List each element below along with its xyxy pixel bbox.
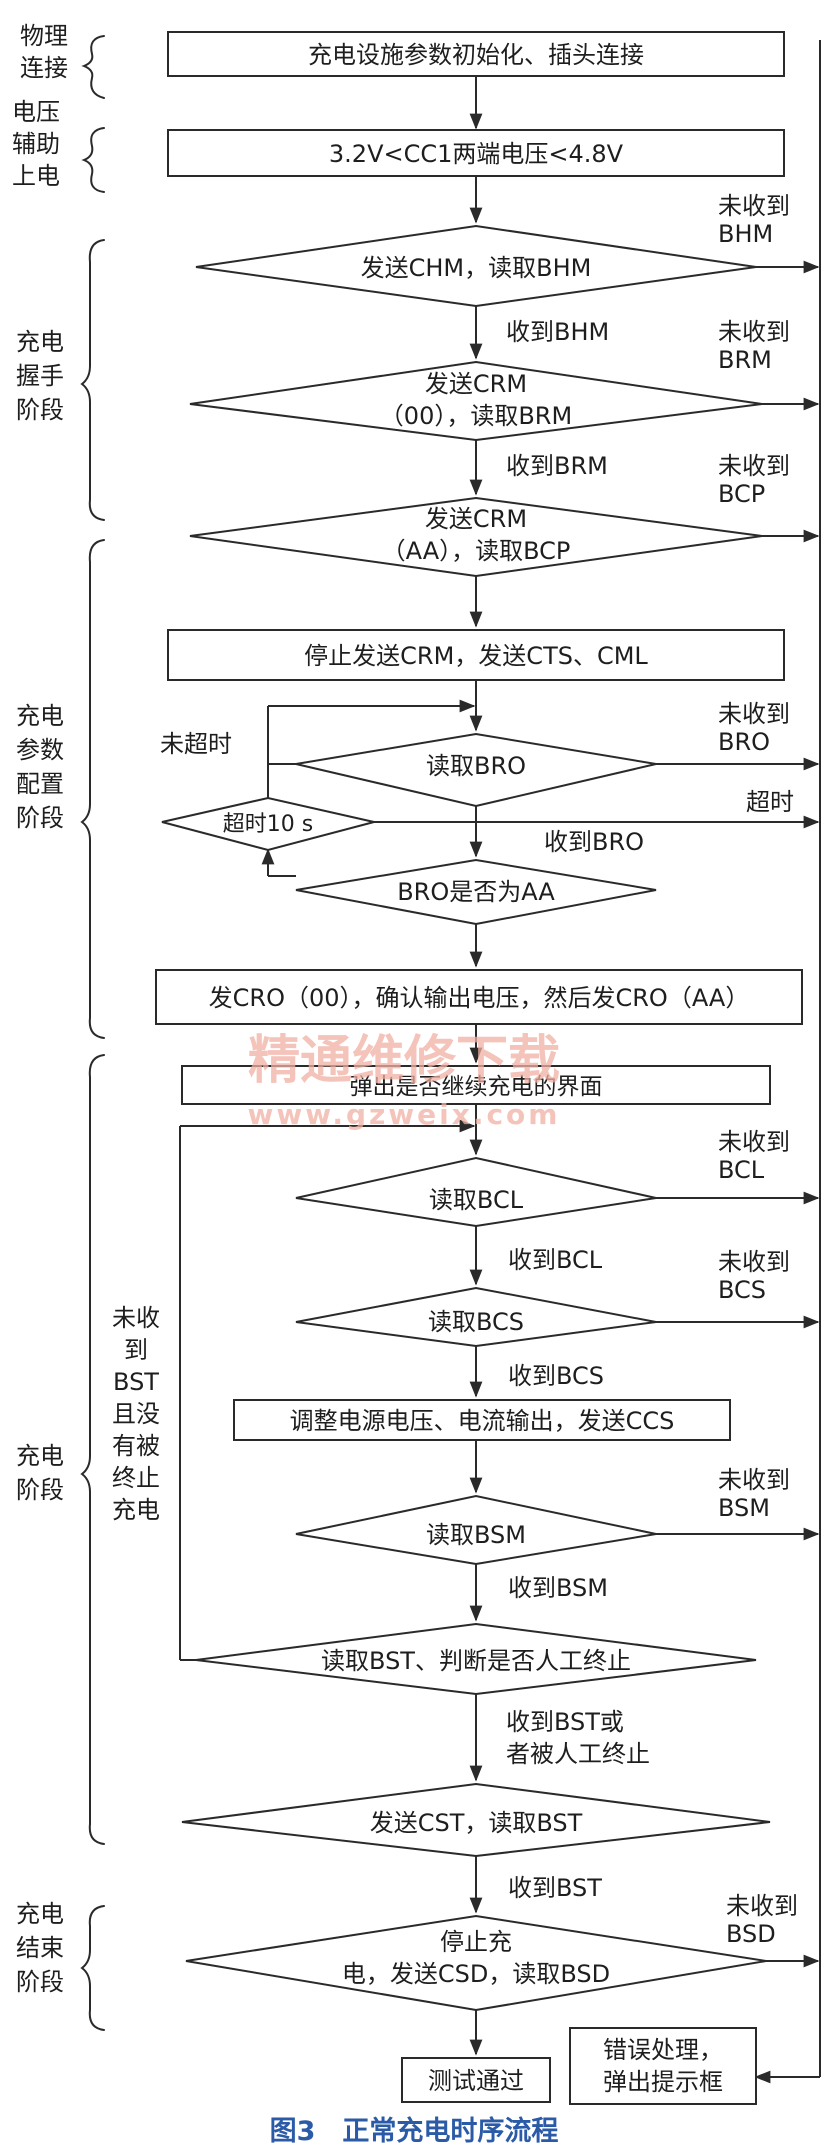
node-read-bcl-text: 读取BCL [429, 1186, 524, 1214]
node-read-bro-diamond [295, 732, 657, 808]
node-voltage-text: 3.2V<CC1两端电压<4.8V [329, 140, 624, 168]
node-error [569, 2027, 757, 2105]
node-chm-text: 发送CHM，读取BHM [361, 254, 592, 282]
node-init [167, 31, 785, 77]
brace-config [80, 539, 105, 1039]
label-got-bcs: 收到BCS [508, 1362, 604, 1390]
node-popup-text: 弹出是否继续充电的界面 [350, 1074, 603, 1100]
node-cst-text: 发送CST，读取BST [370, 1809, 583, 1837]
label-got-bro: 收到BRO [544, 828, 644, 856]
label-got-bsm: 收到BSM [508, 1574, 608, 1602]
label-got-bst-or-stop: 收到BST或者被人工终止 [506, 1708, 650, 1768]
node-voltage [167, 129, 785, 177]
node-stop-crm [167, 629, 785, 681]
label-timeout: 超时 [746, 788, 794, 816]
stage-label-end: 充电结束阶段 [16, 1900, 64, 1996]
node-cro-text: 发CRO（00），确认输出电压，然后发CRO（AA） [209, 984, 750, 1012]
node-adjust-text: 调整电源电压、电流输出，发送CCS [290, 1407, 675, 1435]
node-crm00-diamond [189, 360, 763, 442]
node-pass-text: 测试通过 [428, 2067, 524, 2095]
node-read-bcl-diamond [295, 1156, 657, 1228]
node-chm-diamond [195, 224, 757, 308]
watermark-cn: 精通维修下载 [248, 1031, 560, 1091]
node-timeout-diamond [161, 796, 375, 852]
label-got-bcl: 收到BCL [508, 1246, 603, 1274]
label-got-bst: 收到BST [508, 1874, 602, 1902]
brace-end [80, 1905, 105, 2031]
node-stop-crm-text: 停止发送CRM，发送CTS、CML [304, 642, 648, 670]
stage-label-config: 充电参数配置阶段 [16, 702, 64, 832]
stage-label-charging: 充电阶段 [16, 1442, 64, 1504]
node-read-bst-diamond [195, 1622, 757, 1696]
label-not-timeout: 未超时 [160, 730, 232, 758]
node-bro-aa-text: BRO是否为AA [397, 878, 555, 906]
node-stop-csd-text: 停止充电，发送CSD，读取BSD [342, 1928, 610, 1988]
brace-charging [80, 1054, 105, 1845]
node-stop-csd-diamond [185, 1914, 767, 2012]
node-bro-aa-diamond [295, 858, 657, 926]
node-adjust [233, 1399, 731, 1441]
brace-aux-power [81, 127, 105, 193]
stage-label-handshake: 充电握手阶段 [16, 328, 64, 424]
node-error-text: 错误处理，弹出提示框 [603, 2036, 723, 2096]
node-timeout-text: 超时10 s [223, 812, 313, 837]
node-cst-diamond [181, 1782, 771, 1858]
node-read-bcs-text: 读取BCS [428, 1308, 524, 1336]
node-crm00-text: 发送CRM（00），读取BRM [380, 370, 572, 430]
node-cro [155, 969, 803, 1025]
node-read-bcs-diamond [295, 1286, 657, 1348]
figure-caption: 图3 正常充电时序流程 [270, 2115, 559, 2147]
node-popup [181, 1065, 771, 1105]
node-read-bsm-diamond [295, 1494, 657, 1566]
label-got-brm: 收到BRM [506, 452, 608, 480]
node-read-bsm-text: 读取BSM [426, 1521, 526, 1549]
stage-label-aux-power: 电压辅助上电 [12, 98, 60, 190]
watermark-url: www.gzweix.com [248, 1098, 561, 1131]
brace-handshake [80, 239, 105, 521]
node-init-text: 充电设施参数初始化、插头连接 [308, 41, 644, 69]
node-crmaa-text: 发送CRM（AA），读取BCP [382, 505, 571, 565]
node-crmaa-diamond [189, 496, 763, 578]
node-read-bst-text: 读取BST、判断是否人工终止 [321, 1647, 631, 1675]
brace-physical [81, 35, 105, 99]
node-read-bro-text: 读取BRO [426, 752, 526, 780]
stage-label-physical: 物理连接 [20, 22, 68, 82]
node-pass [401, 2057, 551, 2103]
label-got-bhm: 收到BHM [506, 318, 609, 346]
